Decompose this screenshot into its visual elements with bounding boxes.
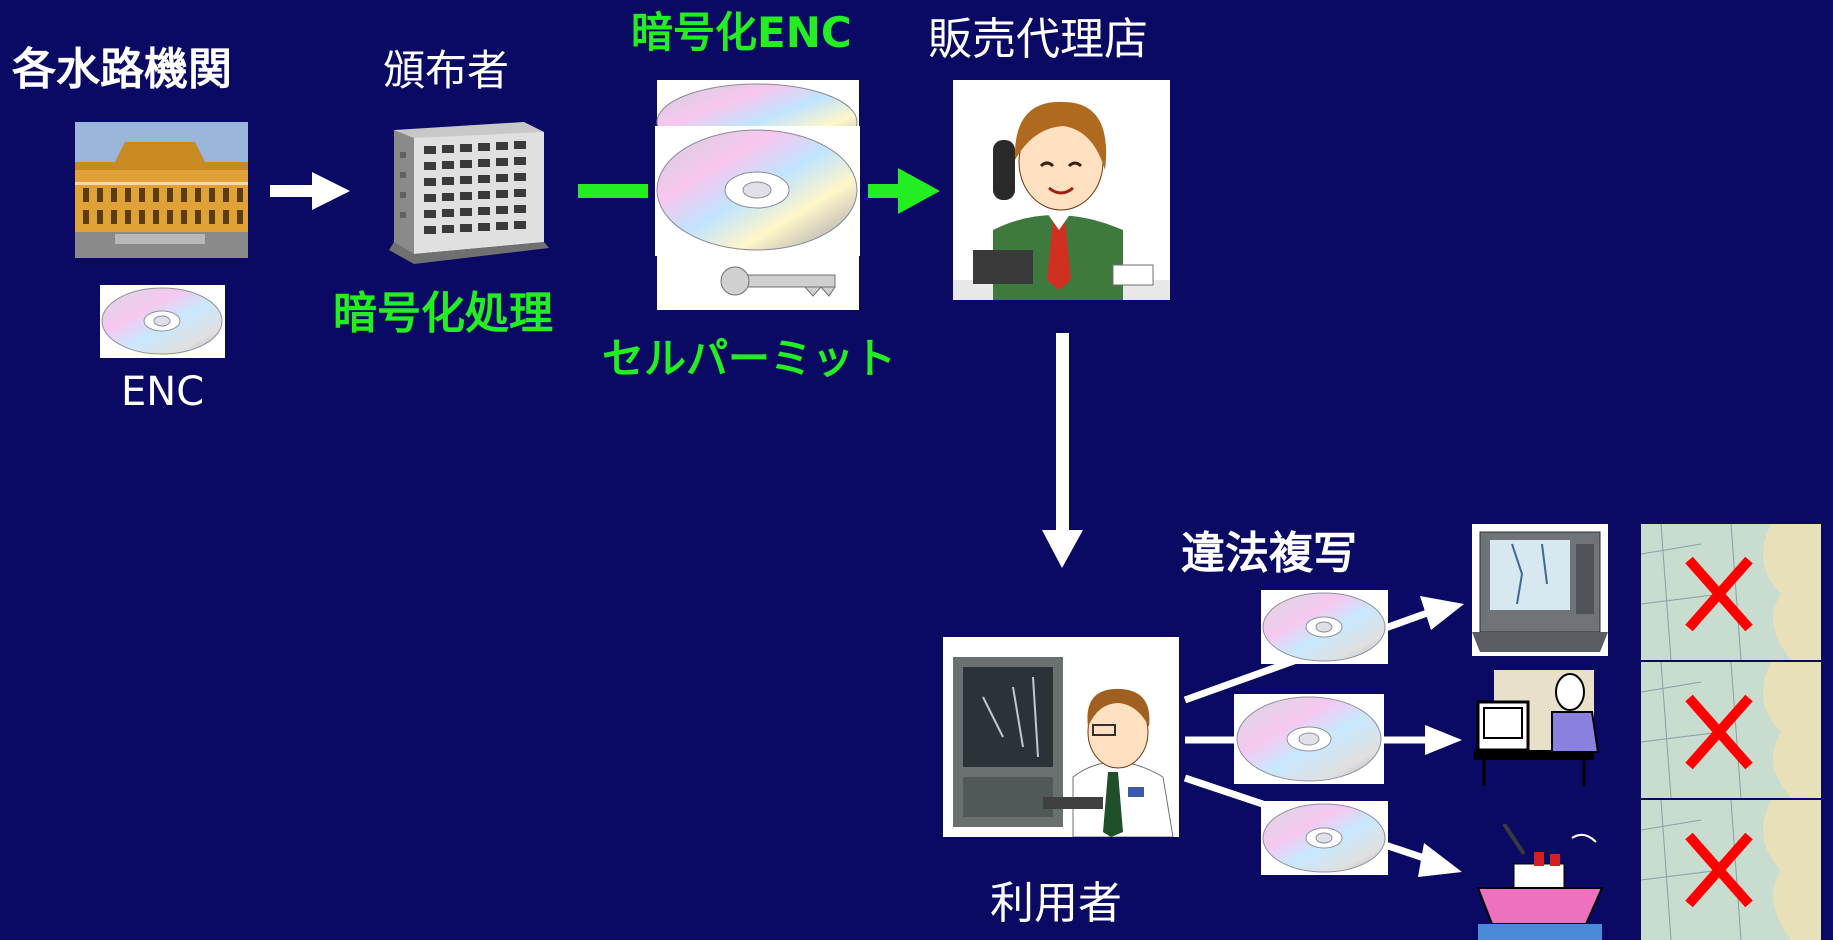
encrypted-enc-label: 暗号化ENC [631,8,852,57]
reseller-label: 販売代理店 [928,14,1148,65]
nautical-chart-tile-3 [1641,800,1821,940]
illegal-copy-label: 違法複写 [1181,528,1357,579]
illegal-copy-disc-2 [1234,694,1384,784]
cross-mark-icon [1685,556,1753,632]
pc-user-icon [1474,662,1606,786]
illegal-copy-disc-3 [1261,801,1388,875]
cross-mark-icon [1685,832,1753,908]
palace-building-icon [75,122,248,258]
arrow-reseller-to-user [1042,333,1083,568]
hydro-office-label: 各水路機関 [12,44,232,95]
arrow-cd-to-reseller [868,168,940,214]
user-workstation-icon [943,637,1179,837]
encrypted-cd-stack [655,80,860,310]
office-building-icon [374,122,549,264]
user-label: 利用者 [990,878,1122,929]
key-icon [720,266,836,297]
encryption-process-label: 暗号化処理 [333,288,553,339]
cross-mark-icon [1685,694,1753,770]
enc-label: ENC [121,369,205,415]
arrow-distributor-to-cd [578,184,648,198]
nautical-chart-tile-1 [1641,524,1821,660]
enc-disc-icon [100,285,225,358]
self-permit-label: セルパーミット [602,334,897,383]
distributor-label: 頒布者 [383,46,510,95]
nautical-chart-tile-2 [1641,662,1821,798]
reseller-phone-operator-icon [953,80,1170,300]
ecdis-terminal-icon [1472,524,1608,656]
ship-icon [1474,824,1606,940]
illegal-copy-disc-1 [1261,590,1388,664]
arrow-hydro-to-distributor [270,172,350,210]
